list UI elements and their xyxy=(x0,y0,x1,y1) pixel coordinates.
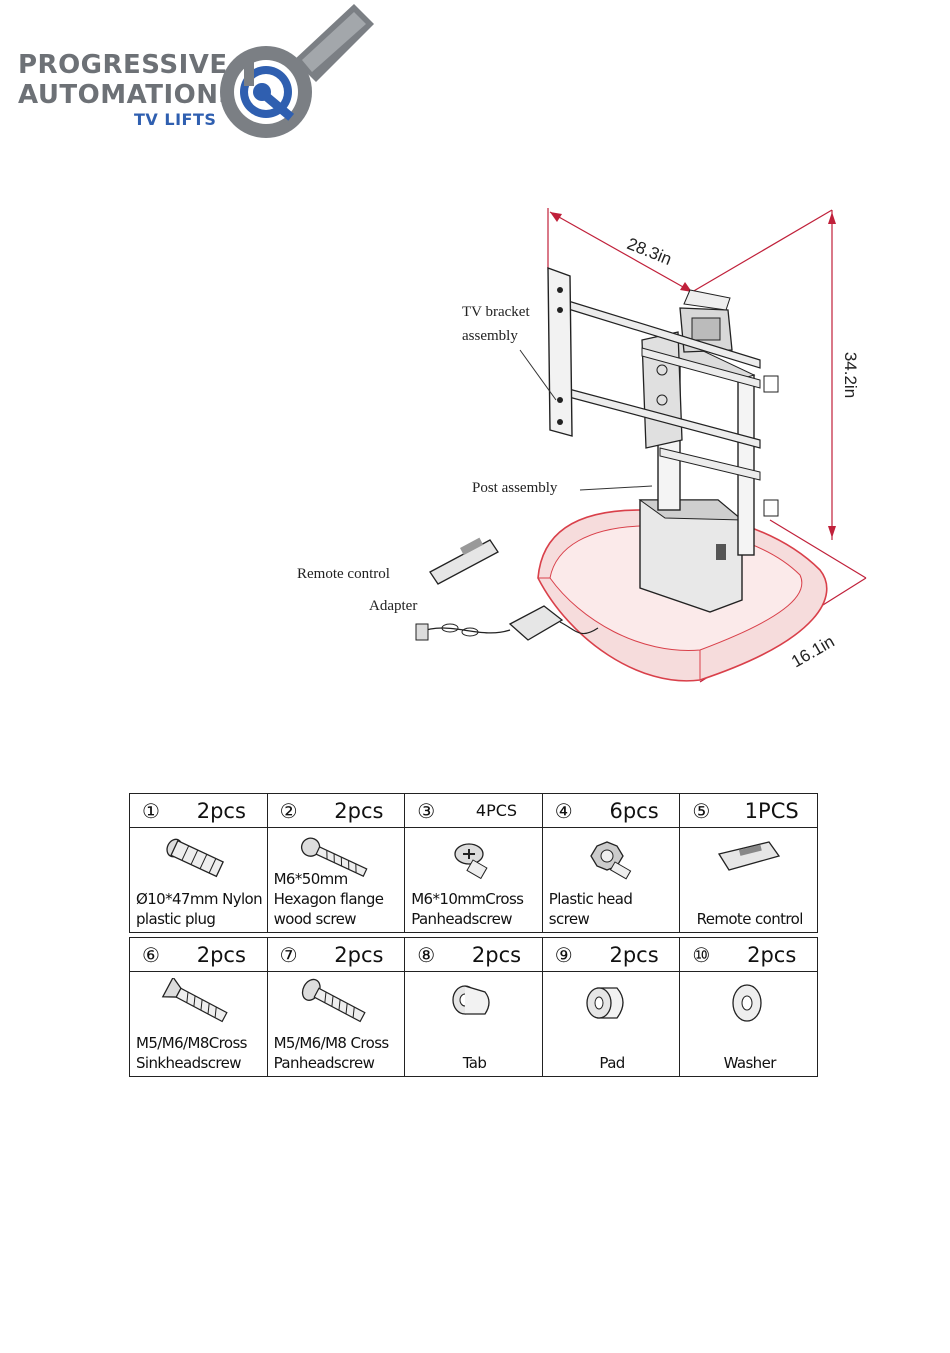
part-cell: M6*50mm Hexagon flange wood screw xyxy=(266,827,406,933)
part-header: ⑥ 2pcs xyxy=(129,937,268,972)
parts-table-2: ⑥ 2pcs ⑦ 2pcs ⑧ 2pcs ⑨ 2pcs ⑩ 2pcs M5/M6/M8Cr… xyxy=(129,937,818,1077)
product-assembly-diagram: TV bracket assembly Post assembly Remote… xyxy=(280,200,880,700)
part-name: Plastic head screw xyxy=(548,890,633,928)
part-quantity: 2pcs xyxy=(471,942,522,967)
part-quantity: 2pcs xyxy=(196,942,246,967)
part-number: ③ xyxy=(417,798,436,823)
logo-text-tv-lifts: TV LIFTS xyxy=(134,110,217,129)
part-name: M5/M6/M8 Cross Panheadscrew xyxy=(273,1034,390,1072)
logo-text-automations: AUTOMATIONS xyxy=(18,80,238,110)
parts-header-row: ① 2pcs ② 2pcs ③ 4PCS ④ 6pcs ⑤ 1PCS xyxy=(129,793,818,828)
part-quantity: 2pcs xyxy=(334,798,384,823)
part-header: ⑨ 2pcs xyxy=(541,937,681,972)
part-quantity: 2pcs xyxy=(334,942,384,967)
part-quantity: 6pcs xyxy=(609,798,659,823)
dimension-height: 34.2in xyxy=(841,351,861,399)
part-header: ⑩ 2pcs xyxy=(679,937,818,972)
part-header: ③ 4PCS xyxy=(404,793,543,828)
wrench-logo-icon xyxy=(220,4,374,138)
parts-table-1: ① 2pcs ② 2pcs ③ 4PCS ④ 6pcs ⑤ 1PCS Ø10*47mm N… xyxy=(129,793,818,933)
remote-control-icon xyxy=(717,841,780,871)
label-tv-bracket-line1: TV bracket xyxy=(462,304,530,320)
part-name: Ø10*47mm Nylon plastic plug xyxy=(136,890,263,928)
part-cell: Plastic head screw xyxy=(541,827,681,933)
part-name: Washer xyxy=(723,1054,777,1072)
panhead-screw-icon xyxy=(301,978,366,1023)
part-name: Pad xyxy=(599,1054,625,1072)
label-remote-control: Remote control xyxy=(297,566,390,582)
label-post-assembly: Post assembly xyxy=(472,480,558,496)
part-cell: Washer xyxy=(679,971,818,1077)
part-quantity: 1PCS xyxy=(744,798,799,823)
part-header: ⑦ 2pcs xyxy=(266,937,406,972)
parts-body-row: Ø10*47mm Nylon plastic plug M6*50mm Hexa… xyxy=(129,827,818,933)
plastic-head-screw-icon xyxy=(590,841,632,880)
part-number: ⑥ xyxy=(142,942,160,967)
part-cell: Tab xyxy=(404,971,543,1077)
company-logo: PROGRESSIVE AUTOMATIONS TV LIFTS xyxy=(14,0,384,140)
tv-stand-illustration xyxy=(415,208,867,683)
cross-panhead-screw-icon xyxy=(454,843,489,880)
part-cell: M5/M6/M8Cross Sinkheadscrew xyxy=(129,971,268,1077)
part-name: M6*10mmCross Panheadscrew xyxy=(411,890,524,928)
part-cell: Ø10*47mm Nylon plastic plug xyxy=(129,827,268,933)
part-header: ① 2pcs xyxy=(129,793,268,828)
part-quantity: 2pcs xyxy=(747,942,797,967)
part-name: M6*50mm Hexagon flange wood screw xyxy=(273,870,384,928)
part-quantity: 4PCS xyxy=(475,801,518,820)
sinkhead-screw-icon xyxy=(162,978,228,1023)
part-header: ④ 6pcs xyxy=(541,793,681,828)
part-header: ⑧ 2pcs xyxy=(404,937,543,972)
logo-text-progressive: PROGRESSIVE xyxy=(18,50,228,80)
part-number: ⑨ xyxy=(554,942,573,967)
part-number: ② xyxy=(279,798,298,823)
part-name: Tab xyxy=(462,1054,487,1072)
washer-icon xyxy=(732,984,762,1022)
part-number: ⑩ xyxy=(692,942,711,967)
part-number: ④ xyxy=(554,798,573,823)
part-name: M5/M6/M8Cross Sinkheadscrew xyxy=(136,1034,247,1072)
part-number: ⑧ xyxy=(417,942,436,967)
parts-header-row: ⑥ 2pcs ⑦ 2pcs ⑧ 2pcs ⑨ 2pcs ⑩ 2pcs xyxy=(129,937,818,972)
label-adapter: Adapter xyxy=(369,598,418,614)
part-quantity: 2pcs xyxy=(196,798,246,823)
wood-screw-icon xyxy=(300,837,368,877)
part-name: Remote control xyxy=(696,910,804,928)
part-number: ① xyxy=(142,798,160,823)
pad-icon xyxy=(586,987,624,1019)
part-cell: Pad xyxy=(541,971,681,1077)
parts-body-row: M5/M6/M8Cross Sinkheadscrew M5/M6/M8 Cro… xyxy=(129,971,818,1077)
part-number: ⑦ xyxy=(279,942,298,967)
part-cell: Remote control xyxy=(679,827,818,933)
part-cell: M5/M6/M8 Cross Panheadscrew xyxy=(266,971,406,1077)
label-tv-bracket-line2: assembly xyxy=(462,328,518,344)
part-number: ⑤ xyxy=(692,798,711,823)
part-cell: M6*10mmCross Panheadscrew xyxy=(404,827,543,933)
tab-icon xyxy=(452,985,491,1015)
part-header: ⑤ 1PCS xyxy=(679,793,818,828)
plastic-plug-icon xyxy=(166,838,225,878)
part-header: ② 2pcs xyxy=(266,793,406,828)
part-quantity: 2pcs xyxy=(609,942,659,967)
